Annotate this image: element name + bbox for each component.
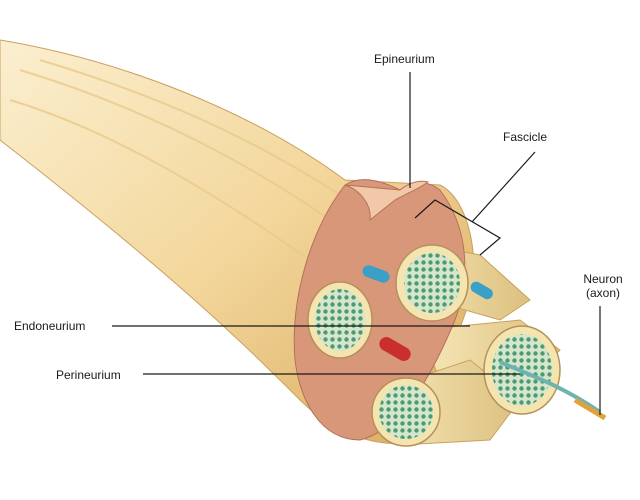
leader-lines [112,72,601,415]
axon-strand [499,360,602,414]
fascicle-left [307,281,373,359]
artery [379,337,411,361]
vein-right [470,281,493,300]
nerve-texture [9,59,341,261]
vein-upper [362,265,390,283]
fascicle-top [395,244,469,322]
label-epineurium: Epineurium [374,52,435,66]
label-fascicle: Fascicle [503,130,548,144]
label-neuron-line2: (axon) [585,286,620,300]
label-perineurium: Perineurium [56,368,121,382]
fascicle-bottom [371,377,441,447]
label-endoneurium: Endoneurium [14,319,86,333]
fascicle-leader [471,151,536,223]
epineurium-flap [344,180,430,222]
label-neuron-line1: Neuron [583,272,623,286]
label-neuron: Neuron (axon) [573,272,633,300]
fascicle-bracket [414,199,502,256]
